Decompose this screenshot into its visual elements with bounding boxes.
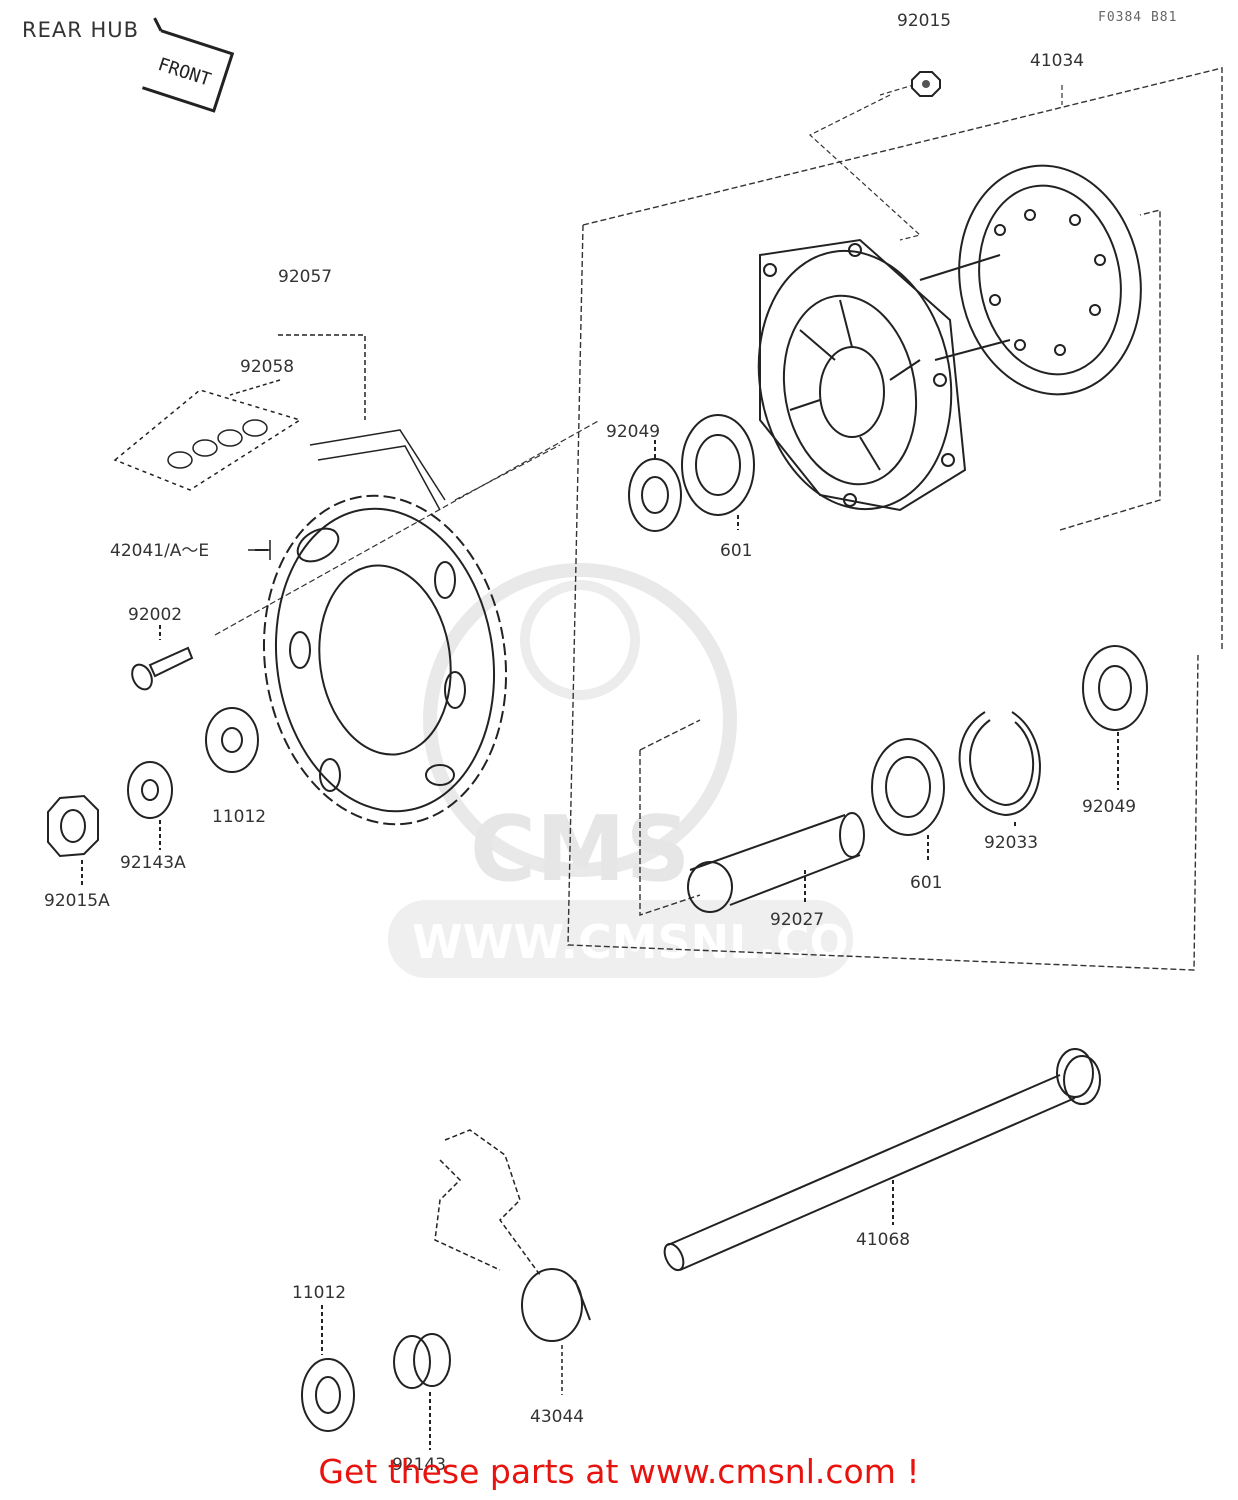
collar-11012-left (205, 707, 259, 773)
hub-assembly-box (567, 67, 1223, 971)
axle-41068 (663, 1048, 1101, 1272)
axis-line (214, 419, 601, 636)
front-direction-tag: FRONT (141, 17, 235, 113)
part-label-601-bottom: 601 (910, 873, 942, 893)
part-label-92058: 92058 (240, 357, 294, 377)
oil-seal-92049-right (1082, 645, 1148, 790)
spacer-92027 (687, 812, 865, 913)
bearing-601-top (681, 414, 755, 530)
part-label-42041: 42041/A～E (110, 541, 209, 561)
part-label-601-top: 601 (720, 541, 752, 561)
part-label-92143: 92143 (392, 1455, 446, 1475)
footer-call-to-action[interactable]: Get these parts at www.cmsnl.com ! (318, 1452, 920, 1491)
sprocket-42041 (255, 494, 508, 826)
part-label-92002: 92002 (128, 605, 182, 625)
oil-seal-92049-top (628, 440, 682, 532)
watermark-url: WWW.CMSNL.COM (412, 915, 895, 969)
part-label-11012-left: 11012 (212, 807, 266, 827)
page-title: REAR HUB (22, 18, 140, 42)
collar-92143a (127, 761, 173, 850)
part-label-11012-bottom: 11012 (292, 1283, 346, 1303)
collar-11012-bottom (301, 1305, 355, 1432)
rear-hub-41034 (757, 164, 1142, 512)
part-label-92027: 92027 (770, 910, 824, 930)
part-label-92143a: 92143A (120, 853, 186, 873)
front-label: FRONT (155, 54, 213, 91)
nut-92015a (47, 794, 99, 885)
bearing-601-bottom (871, 738, 945, 862)
part-label-92015a: 92015A (44, 891, 110, 911)
part-label-92015: 92015 (897, 11, 951, 31)
part-label-92033: 92033 (984, 833, 1038, 853)
circlip-92033 (958, 711, 1041, 828)
watermark-logo: CMS (470, 797, 690, 902)
chain-adjuster-43044 (434, 1129, 591, 1395)
diagram-code: F0384 B81 (1098, 10, 1178, 25)
watermark: CMS WWW.CMSNL.COM (388, 563, 895, 978)
part-label-92049-right: 92049 (1082, 797, 1136, 817)
part-label-92049-top: 92049 (606, 422, 660, 442)
part-label-92057: 92057 (278, 267, 332, 287)
collar-92143-bottom (393, 1333, 451, 1450)
part-label-41034: 41034 (1030, 51, 1084, 71)
chain-92057 (113, 334, 446, 511)
part-label-43044: 43044 (530, 1407, 584, 1427)
bolt-92002 (131, 625, 194, 691)
nut-92015 (911, 71, 941, 97)
part-label-41068: 41068 (856, 1230, 910, 1250)
